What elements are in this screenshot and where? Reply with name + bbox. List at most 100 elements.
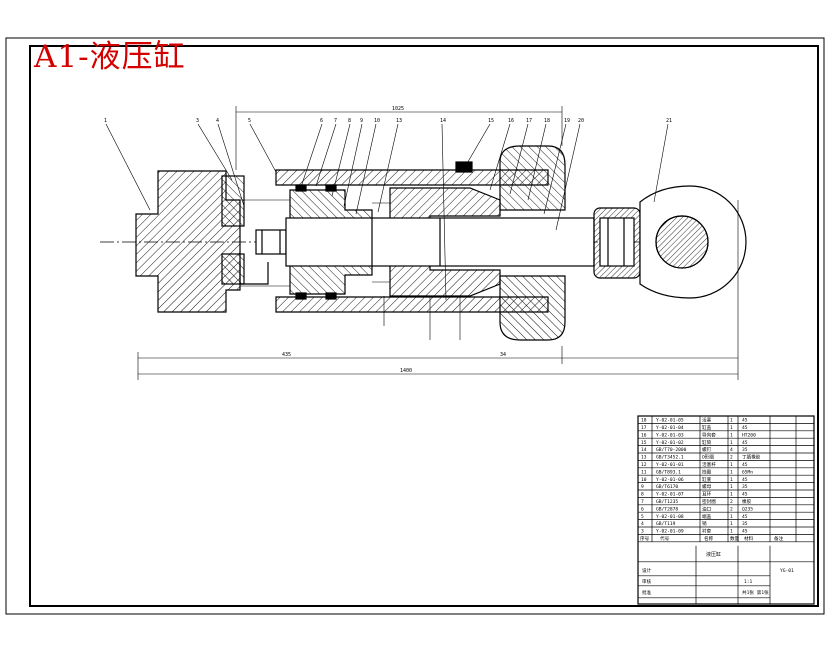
leader-lines xyxy=(105,123,669,301)
bom-cell: Y-02-01-06 xyxy=(656,477,684,483)
callout-label: 4 xyxy=(216,118,219,124)
bom-cell: Y-02-01-03 xyxy=(656,432,684,438)
bom-cell: 缸盖 xyxy=(702,424,712,431)
bom-cell: 3 xyxy=(641,529,644,535)
bom-cell: 螺钉 xyxy=(702,446,712,453)
bom-cell: 16 xyxy=(641,432,647,438)
bom-cell: 45 xyxy=(742,477,748,483)
bom-cell: 1 xyxy=(730,477,733,483)
bom-cell: 45 xyxy=(742,462,748,468)
piston-nut xyxy=(255,229,287,255)
callout-label: 9 xyxy=(360,118,363,124)
callout-label: 14 xyxy=(440,118,446,124)
bom-cell: 缸筒 xyxy=(702,439,712,446)
bom-cell: 端盖 xyxy=(702,513,712,520)
callout-label: 10 xyxy=(374,118,380,124)
bom-cell: 销 xyxy=(702,520,707,527)
bom-cell: 缸底 xyxy=(702,476,712,483)
bom-cell: 1 xyxy=(730,425,733,431)
bom-cell: 导向套 xyxy=(702,431,716,438)
bom-cell: 9 xyxy=(641,484,644,490)
cylinder-assembly xyxy=(135,145,747,341)
callout-label: 6 xyxy=(320,118,323,124)
bom-cell: 1 xyxy=(730,418,733,424)
bom-cell: 14 xyxy=(641,447,647,453)
bom-cell: 螺母 xyxy=(702,483,712,490)
bom-table xyxy=(637,415,815,605)
callout-label: 7 xyxy=(334,118,337,124)
bom-cell: GB/T119 xyxy=(656,521,676,527)
callout-label: 1 xyxy=(104,118,107,124)
bom-cell: GB/T70-2000 xyxy=(656,447,687,453)
bom-cell: 4 xyxy=(641,521,644,527)
bom-cell: 13 xyxy=(641,455,647,461)
bom-cell: 密封圈 xyxy=(702,498,716,505)
bom-cell: Y-02-01-08 xyxy=(656,514,684,520)
bom-cell: 8 xyxy=(641,492,644,498)
bom-cell: 耳环 xyxy=(702,492,712,498)
bom-cell: 7 xyxy=(641,499,644,505)
oil-port-top xyxy=(455,161,473,173)
bom-cell: 橡胶 xyxy=(742,498,752,505)
bom-cell: 衬套 xyxy=(702,528,712,535)
dimension-label: 1400 xyxy=(400,368,412,374)
bom-cell: Q235 xyxy=(742,506,753,512)
dimension-label: 34 xyxy=(500,352,506,358)
bom-cell: Y-02-01-07 xyxy=(656,492,684,498)
bom-cell: 1 xyxy=(730,462,733,468)
bom-cell: 1 xyxy=(730,440,733,446)
bom-cell: 10 xyxy=(641,477,647,483)
title-block-sheet: 共1张 第1张 xyxy=(742,589,769,596)
bom-cell: 1 xyxy=(730,529,733,535)
bom-cell: 1 xyxy=(730,492,733,498)
bom-cell: 活塞 xyxy=(702,417,712,424)
bom-cell: 挡圈 xyxy=(702,468,712,475)
bom-cell: 35 xyxy=(742,521,748,527)
bom-cell: 35 xyxy=(742,447,748,453)
bom-cell: GB/T893.1 xyxy=(656,469,681,475)
bom-cell: 油口 xyxy=(702,505,712,512)
bom-cell: 2 xyxy=(730,499,733,505)
bom-cell: GB/T3452.1 xyxy=(656,455,684,461)
bom-cell: 18 xyxy=(641,418,647,424)
title-block-drawing-no: YG-01 xyxy=(780,568,794,574)
callout-label: 17 xyxy=(526,118,532,124)
callout-label: 19 xyxy=(564,118,570,124)
bom-cell: Y-02-01-01 xyxy=(656,462,684,468)
bom-cell: 丁腈橡胶 xyxy=(742,454,761,461)
callout-label: 18 xyxy=(544,118,550,124)
bom-cell: 1 xyxy=(730,432,733,438)
bom-cell: HT200 xyxy=(742,432,756,438)
bom-cell: GB/T1235 xyxy=(656,499,678,505)
callout-label: 20 xyxy=(578,118,584,124)
callout-label: 3 xyxy=(196,118,199,124)
bom-cell: 2 xyxy=(730,506,733,512)
bom-cell: GB/T6170 xyxy=(656,484,678,490)
bom-cell: Y-02-01-09 xyxy=(656,529,684,535)
title-block-designer: 设计 xyxy=(642,567,652,574)
bom-cell: O形圈 xyxy=(702,454,714,461)
bom-cell: Y-02-01-02 xyxy=(656,440,684,446)
callout-label: 5 xyxy=(248,118,251,124)
bom-cell: Y-02-01-04 xyxy=(656,425,684,431)
callout-label: 8 xyxy=(348,118,351,124)
bom-header: 备注 xyxy=(774,535,784,542)
bom-cell: 活塞杆 xyxy=(702,461,716,468)
title-block-scale: 1:1 xyxy=(744,579,753,585)
front-cover-bottom xyxy=(499,275,566,341)
bom-cell: GB/T2878 xyxy=(656,506,678,512)
bom-cell: 35 xyxy=(742,484,748,490)
callout-label: 16 xyxy=(508,118,514,124)
bom-cell: 15 xyxy=(641,440,647,446)
bom-cell: 2 xyxy=(730,455,733,461)
bom-cell: 1 xyxy=(730,514,733,520)
bom-cell: 17 xyxy=(641,425,647,431)
bom-cell: 1 xyxy=(730,469,733,475)
outer-border xyxy=(5,37,825,615)
bom-header: 数量 xyxy=(730,535,740,542)
bom-cell: 5 xyxy=(641,514,644,520)
callout-label: 21 xyxy=(666,118,672,124)
